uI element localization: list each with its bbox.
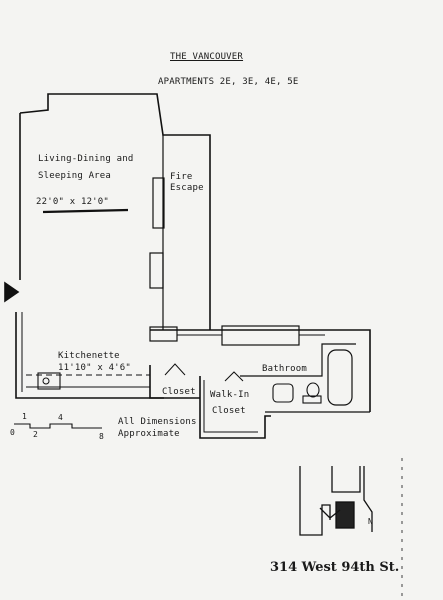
bath-partition <box>150 329 371 412</box>
scale-tick-8: 8 <box>99 432 105 441</box>
key-plan <box>299 466 373 536</box>
toilet-tank <box>302 395 322 404</box>
kitchenette-label: Kitchenette <box>58 351 120 361</box>
walk-in-door-swing <box>224 371 244 382</box>
north-marker: N <box>368 517 374 526</box>
window-lower <box>149 252 164 289</box>
window-upper <box>152 177 165 229</box>
address: 314 West 94th St. <box>270 560 400 575</box>
window-south <box>221 325 300 346</box>
bath-sink-icon <box>272 383 294 403</box>
kitchen-sink <box>37 372 61 390</box>
apartments-label: APARTMENTS 2E, 3E, 4E, 5E <box>158 77 299 87</box>
walk-in-closet-label-line1: Walk-In <box>210 390 250 400</box>
living-label-line1: Living-Dining and <box>38 154 134 164</box>
walk-in-closet-inner <box>203 380 258 433</box>
fire-escape-label-line2: Escape <box>170 183 204 193</box>
scale-tick-2: 2 <box>33 430 39 439</box>
closet-wall <box>149 365 200 399</box>
bathroom-wall <box>240 343 356 377</box>
entrance-arrow-icon <box>4 281 20 303</box>
dimension-line <box>42 208 129 214</box>
scale-bar <box>14 423 102 429</box>
walk-in-closet-wall <box>199 376 271 439</box>
living-dimensions: 22'0" x 12'0" <box>36 197 110 207</box>
scale-tick-4: 4 <box>58 413 64 422</box>
kitchenette-dimensions: 11'10" x 4'6" <box>58 363 132 373</box>
scale-tick-0: 0 <box>10 428 16 437</box>
dimensions-note-line2: Approximate <box>118 429 180 439</box>
closet-door-swing <box>164 363 186 376</box>
fire-escape-label-line1: Fire <box>170 172 193 182</box>
toilet-icon <box>306 382 320 398</box>
building-name: THE VANCOUVER <box>170 52 244 62</box>
sink-drain-icon <box>42 377 50 385</box>
bathroom-label: Bathroom <box>262 364 307 374</box>
walk-in-closet-label-line2: Closet <box>212 406 246 416</box>
door-frame <box>149 326 178 342</box>
bathtub-icon <box>327 349 353 406</box>
scale-tick-1: 1 <box>22 412 28 421</box>
living-room-walls <box>19 93 211 330</box>
dimensions-note-line1: All Dimensions <box>118 417 197 427</box>
west-lower-wall <box>15 312 164 399</box>
living-label-line2: Sleeping Area <box>38 171 112 181</box>
closet-label: Closet <box>162 387 196 397</box>
key-plan-unit <box>335 501 355 529</box>
